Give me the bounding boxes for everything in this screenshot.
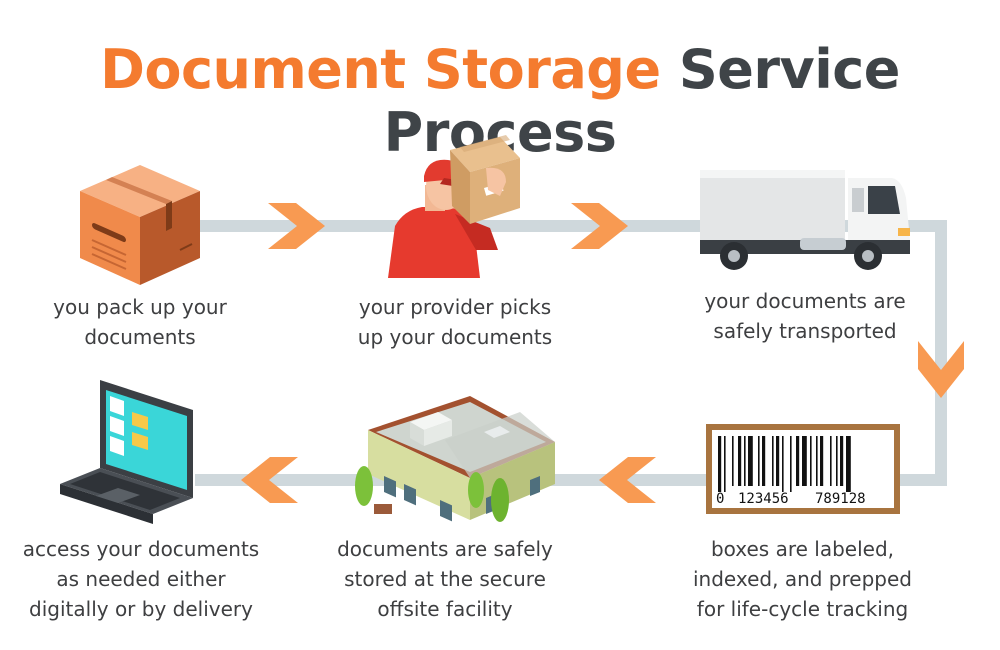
barcode-label-icon: 0 123456 789128 bbox=[706, 424, 900, 514]
barcode-bar bbox=[744, 436, 746, 486]
barcode-bar bbox=[772, 436, 774, 486]
barcode-bar bbox=[810, 436, 812, 486]
barcode-bar bbox=[762, 436, 766, 486]
title-part-dark: Service Process bbox=[383, 38, 901, 164]
flow-arrows bbox=[241, 203, 964, 503]
title-part-orange: Document Storage bbox=[100, 38, 661, 101]
step-caption-access: access your documents as needed either d… bbox=[22, 537, 260, 621]
barcode-bar bbox=[846, 436, 851, 492]
step-caption-storage: documents are safely stored at the secur… bbox=[337, 537, 553, 621]
barcode-bar bbox=[732, 436, 734, 486]
arrow-down-icon bbox=[918, 341, 964, 398]
page-title: Document Storage Service Process bbox=[0, 38, 1000, 164]
barcode-bar bbox=[840, 436, 844, 486]
barcode-bar bbox=[802, 436, 807, 486]
step-caption-pack: you pack up your documents bbox=[53, 295, 227, 349]
barcode-bar bbox=[782, 436, 784, 492]
barcode-bar bbox=[738, 436, 742, 486]
step-caption-pickup: your provider picks up your documents bbox=[357, 295, 553, 349]
barcode-bar bbox=[776, 436, 780, 486]
right-connector bbox=[935, 220, 947, 486]
barcode-bars bbox=[718, 436, 851, 492]
barcode-bar bbox=[796, 436, 800, 486]
cardboard-box-icon bbox=[80, 165, 200, 285]
barcode-digits-left: 0 bbox=[716, 491, 724, 507]
barcode-digits-right: 789128 bbox=[815, 491, 866, 507]
step-caption-transport: your documents are safely transported bbox=[704, 289, 906, 343]
barcode-bar bbox=[830, 436, 832, 486]
barcode-bar bbox=[820, 436, 824, 486]
barcode-bar bbox=[748, 436, 753, 486]
step-caption-labeling: boxes are labeled, indexed, and prepped … bbox=[693, 537, 912, 621]
arrow-right-icon bbox=[268, 203, 325, 249]
arrow-left-icon bbox=[599, 457, 656, 503]
barcode-bar bbox=[790, 436, 792, 492]
arrow-left-icon bbox=[241, 457, 298, 503]
arrow-right-icon bbox=[571, 203, 628, 249]
truck-icon bbox=[700, 170, 910, 270]
delivery-person-icon bbox=[388, 135, 520, 278]
barcode-bar bbox=[724, 436, 726, 492]
laptop-icon bbox=[60, 380, 193, 524]
barcode-bar bbox=[836, 436, 838, 486]
barcode-digits-mid: 123456 bbox=[738, 491, 789, 507]
storage-facility-icon bbox=[355, 396, 555, 522]
barcode-bar bbox=[718, 436, 722, 492]
barcode-bar bbox=[816, 436, 818, 486]
barcode-bar bbox=[758, 436, 760, 486]
